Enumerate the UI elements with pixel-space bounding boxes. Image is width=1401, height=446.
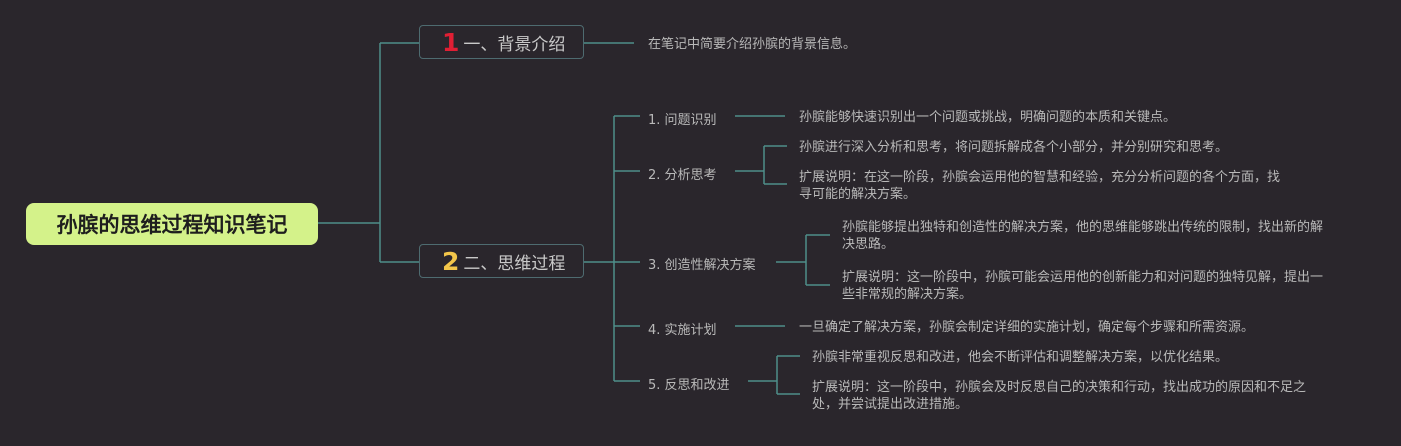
branch-thinking-process[interactable]: 2 二、思维过程 (419, 244, 584, 278)
root-title: 孙膑的思维过程知识笔记 (56, 213, 288, 237)
step-5-note-2[interactable]: 扩展说明：这一阶段中，孙膑会及时反思自己的决策和行动，找出成功的原因和不足之处，… (812, 380, 1307, 412)
branch-number-1: 1 (442, 27, 460, 57)
step-4-note-1[interactable]: 一旦确定了解决方案，孙膑会制定详细的实施计划，确定每个步骤和所需资源。 (799, 320, 1255, 335)
step-1-title[interactable]: 1. 问题识别 (648, 113, 717, 128)
step-2-note-2[interactable]: 扩展说明：在这一阶段，孙膑会运用他的智慧和经验，充分分析问题的各个方面，找寻可能… (799, 170, 1281, 202)
branch-label-background: 一、背景介绍 (463, 34, 566, 55)
step-2-note-1[interactable]: 孙膑进行深入分析和思考，将问题拆解成各个小部分，并分别研究和思考。 (799, 140, 1229, 155)
step-3-title[interactable]: 3. 创造性解决方案 (648, 258, 756, 273)
step-4-title[interactable]: 4. 实施计划 (648, 323, 717, 338)
background-note[interactable]: 在笔记中简要介绍孙膑的背景信息。 (648, 37, 857, 52)
step-3-note-1[interactable]: 孙膑能够提出独特和创造性的解决方案，他的思维能够跳出传统的限制，找出新的解决思路… (842, 220, 1324, 252)
step-3-note-2[interactable]: 扩展说明：这一阶段中，孙膑可能会运用他的创新能力和对问题的独特见解，提出一些非常… (842, 270, 1324, 302)
branch-background[interactable]: 1 一、背景介绍 (419, 25, 584, 59)
root-node[interactable]: 孙膑的思维过程知识笔记 (26, 203, 318, 245)
step-5-title[interactable]: 5. 反思和改进 (648, 378, 730, 393)
branch-label-thinking-process: 二、思维过程 (463, 253, 566, 274)
step-2-title[interactable]: 2. 分析思考 (648, 168, 717, 183)
step-5-note-1[interactable]: 孙膑非常重视反思和改进，他会不断评估和调整解决方案，以优化结果。 (812, 350, 1229, 365)
step-1-note-1[interactable]: 孙膑能够快速识别出一个问题或挑战，明确问题的本质和关键点。 (799, 110, 1177, 125)
branch-number-2: 2 (442, 246, 460, 276)
